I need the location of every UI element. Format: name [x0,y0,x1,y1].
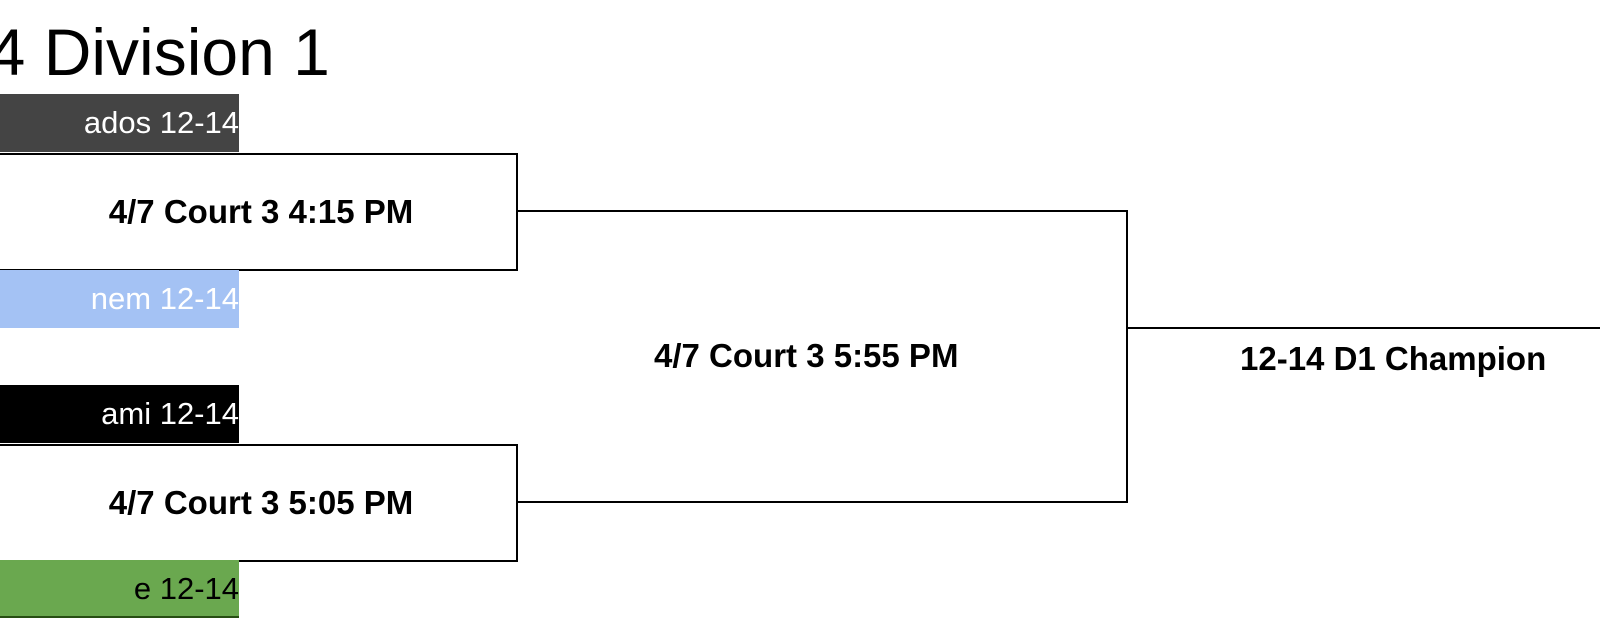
team-name: ados 12-14 [83,105,239,140]
team-name: e 12-14 [133,571,239,606]
game-box-2: 4/7 Court 3 5:05 PM [0,444,518,562]
connector-game1-horizontal [518,210,1128,212]
team-slot-4: e 12-14 [0,560,239,618]
game-label: 4/7 Court 3 5:05 PM [108,484,414,521]
team-slot-2: nem 12-14 [0,270,239,328]
team-name: nem 12-14 [90,281,239,316]
connector-game2-horizontal [518,501,1128,503]
bracket-title: -14 Division 1 [0,15,330,89]
team-slot-3: ami 12-14 [0,385,239,443]
connector-vertical [1126,210,1128,503]
team-name: ami 12-14 [101,396,239,431]
team-slot-1: ados 12-14 [0,94,239,152]
game-label: 4/7 Court 3 4:15 PM [108,193,414,230]
game-box-1: 4/7 Court 3 4:15 PM [0,153,518,271]
champion-label: 12-14 D1 Champion [1240,340,1547,377]
connector-champion-horizontal [1126,327,1600,329]
final-game-label: 4/7 Court 3 5:55 PM [654,337,959,374]
